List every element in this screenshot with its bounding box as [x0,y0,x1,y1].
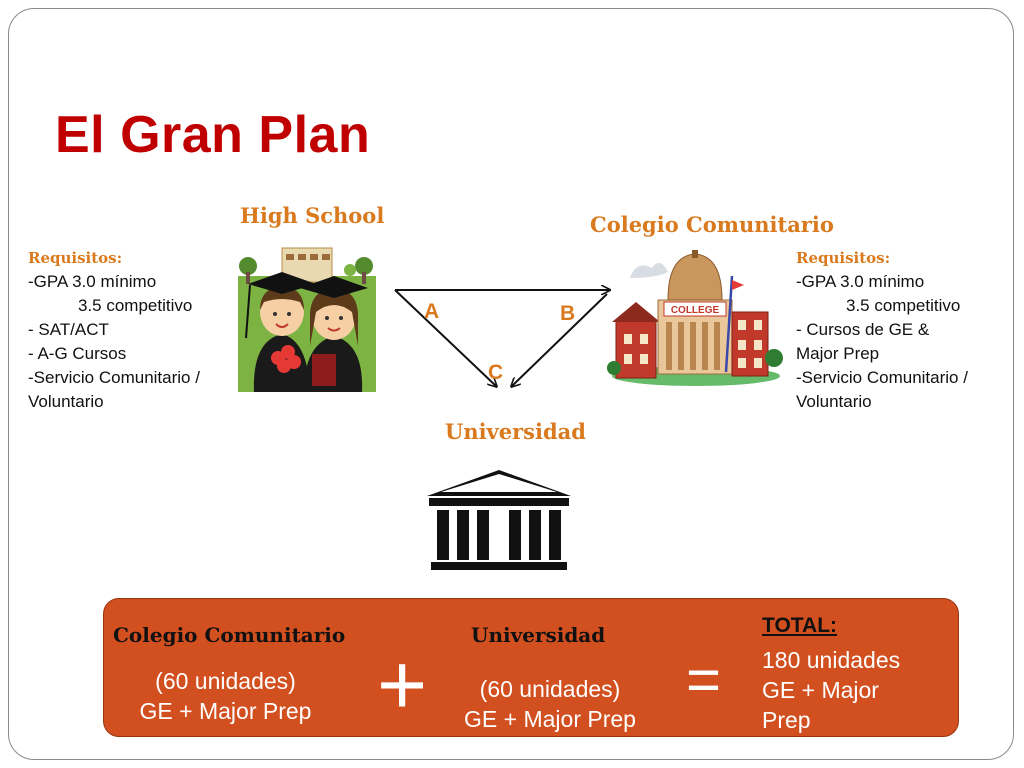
total-line1: 180 unidades [762,647,901,673]
cc-req-line: Voluntario [796,392,872,411]
arrow-b [512,293,608,386]
summary-colegio-line1: (60 unidades) [155,668,296,694]
hs-req-line: 3.5 competitivo [78,296,193,315]
total-line2: GE + Major [762,677,879,703]
hs-req-line: - A-G Cursos [28,344,127,363]
colegio-requirements: Requisitos: -GPA 3.0 mínimo 3.5 competit… [796,246,1011,414]
page-title: El Gran Plan [55,106,371,164]
cc-req-line: -Servicio Comunitario / [796,368,968,387]
summary-colegio-heading: Colegio Comunitario [113,623,346,647]
summary-box [103,598,959,737]
total-value: 180 unidades GE + Major Prep [762,645,900,735]
summary-colegio-units: (60 unidades) GE + Major Prep [113,666,338,726]
hs-req-line: -Servicio Comunitario / [28,368,200,387]
hs-req-line: -GPA 3.0 mínimo [28,272,157,291]
summary-universidad-line2: GE + Major Prep [464,706,636,732]
total-line3: Prep [762,707,811,733]
summary-universidad-line1: (60 unidades) [479,676,621,702]
arrow-c [394,289,496,386]
university-temple-icon [427,470,571,570]
total-label: TOTAL: [762,614,838,637]
graduates-illustration [238,247,376,392]
path-arrows [394,280,615,395]
path-label-a: A [424,300,440,323]
path-label-c: C [488,361,504,384]
equals-sign: = [686,646,722,713]
cc-req-line: 3.5 competitivo [846,296,961,315]
path-label-b: B [560,302,576,325]
hs-req-line: Voluntario [28,392,104,411]
cc-req-line: - Cursos de GE & [796,320,930,339]
summary-universidad-heading: Universidad [471,623,606,647]
hs-req-heading: Requisitos: [28,249,123,267]
cc-req-heading: Requisitos: [796,249,891,267]
high-school-requirements: Requisitos: -GPA 3.0 mínimo 3.5 competit… [28,246,243,414]
plus-sign: + [377,637,428,733]
colegio-label: Colegio Comunitario [590,212,834,237]
universidad-label: Universidad [445,419,586,444]
college-building-illustration: COLLEGE [607,250,783,386]
high-school-label: High School [240,203,385,228]
college-sign-text: COLLEGE [671,305,720,316]
summary-colegio-line2: GE + Major Prep [139,698,312,724]
cc-req-line: -GPA 3.0 mínimo [796,272,925,291]
summary-universidad-units: (60 unidades) GE + Major Prep [440,674,660,734]
hs-req-line: - SAT/ACT [28,320,109,339]
cc-req-line: Major Prep [796,344,880,363]
